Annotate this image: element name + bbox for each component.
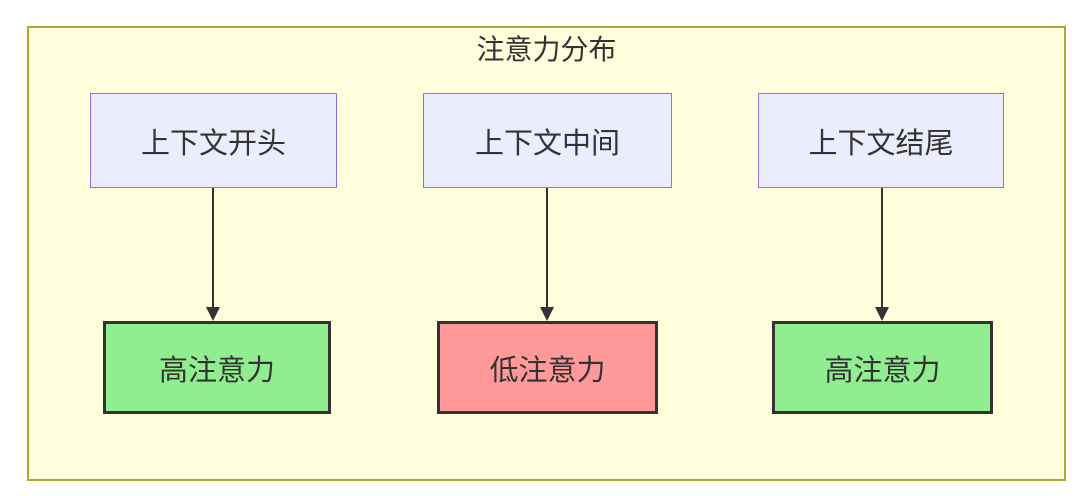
node-context-end-label: 上下文结尾 xyxy=(808,127,954,160)
node-low-attention-middle: 低注意力 xyxy=(437,321,658,414)
node-high-attention-start-label: 高注意力 xyxy=(158,354,275,387)
node-high-attention-start: 高注意力 xyxy=(103,321,331,414)
node-low-attention-middle-label: 低注意力 xyxy=(489,354,606,387)
diagram-title: 注意力分布 xyxy=(476,34,617,65)
node-context-middle: 上下文中间 xyxy=(423,93,672,188)
node-context-end: 上下文结尾 xyxy=(758,93,1004,188)
node-context-start: 上下文开头 xyxy=(90,93,337,188)
node-high-attention-end: 高注意力 xyxy=(772,321,993,414)
node-context-start-label: 上下文开头 xyxy=(140,127,286,160)
node-high-attention-end-label: 高注意力 xyxy=(824,354,941,387)
node-context-middle-label: 上下文中间 xyxy=(474,127,620,160)
